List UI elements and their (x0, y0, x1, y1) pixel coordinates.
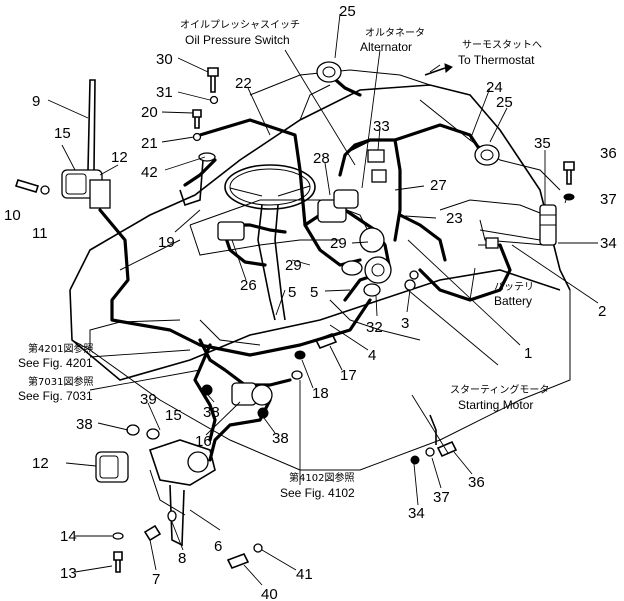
callout-27: 27 (430, 177, 447, 194)
thermostat-arrow (424, 63, 453, 76)
starting-motor-label: Starting Motor (458, 398, 533, 412)
part-labels: オイルプレッシャスイッチ Oil Pressure Switch オルタネータ … (18, 19, 549, 500)
callout-23: 23 (446, 210, 463, 227)
callout-38-left: 38 (76, 416, 93, 433)
callout-28: 28 (313, 150, 330, 167)
callout-29: 29 (330, 235, 347, 252)
thermostat-sensor (474, 144, 500, 166)
callout-24: 24 (486, 79, 503, 96)
callout-1: 1 (524, 345, 532, 362)
callout-39: 39 (140, 391, 157, 408)
callout-30: 30 (156, 51, 173, 68)
callout-15: 15 (54, 125, 71, 142)
callout-numbers: 25 30 31 9 22 24 25 20 33 35 36 15 12 21… (4, 3, 617, 601)
callout-17: 17 (340, 367, 357, 384)
grommet-38 (126, 384, 269, 440)
callout-16: 16 (195, 433, 212, 450)
battery-label: Battery (494, 294, 532, 308)
callout-5: 5 (288, 284, 296, 301)
callout-37-lower: 37 (433, 489, 450, 506)
fig4201-label-jp: 第4201図参照 (28, 342, 93, 355)
thermostat-label-jp: サーモスタットへ (462, 39, 542, 51)
work-lamp-assembly-lower (95, 439, 216, 547)
alternator-label-jp: オルタネータ (365, 27, 425, 39)
bolt-13 (112, 532, 124, 573)
alternator-label: Alternator (360, 40, 412, 54)
callout-42: 42 (141, 164, 158, 181)
callout-5-lower: 5 (310, 284, 318, 301)
fig7031-label-jp: 第7031図参照 (28, 375, 93, 388)
fig4102-label: See Fig. 4102 (280, 486, 355, 500)
starting-motor-label-jp: スターティングモータ (450, 383, 549, 396)
callout-38-right: 38 (272, 430, 289, 447)
oil-pressure-switch-label: Oil Pressure Switch (185, 33, 290, 47)
fig4102-label-jp: 第4102図参照 (289, 471, 354, 484)
oil-pressure-switch-label-jp: オイルプレッシャスイッチ (180, 19, 300, 31)
wiring-harness (98, 73, 512, 462)
relay-26 (217, 221, 245, 241)
battery-label-jp: バッテリ (494, 281, 534, 293)
oil-pressure-switch (317, 189, 359, 223)
callout-14: 14 (60, 528, 77, 545)
bolt-40 (226, 543, 263, 570)
callout-29-lower: 29 (285, 257, 302, 274)
callout-11: 11 (32, 225, 48, 242)
callout-25: 25 (339, 3, 356, 20)
work-lamp-upper (61, 79, 111, 209)
bolt-10 (14, 179, 50, 195)
callout-18: 18 (312, 385, 329, 402)
callout-40: 40 (261, 586, 278, 601)
temperature-sender-lower (410, 414, 458, 465)
callout-21: 21 (141, 135, 158, 152)
bolt-36-upper (563, 161, 575, 201)
callout-9: 9 (32, 93, 40, 110)
callout-35: 35 (534, 135, 551, 152)
callout-12: 12 (111, 149, 128, 166)
callout-36-lower: 36 (468, 474, 485, 491)
callout-32: 32 (366, 319, 383, 336)
callout-34: 34 (600, 235, 617, 252)
connector-33 (367, 149, 387, 183)
callout-19: 19 (158, 234, 175, 251)
connector-32 (363, 283, 381, 297)
callout-33: 33 (373, 118, 390, 135)
steering-wheel (224, 164, 316, 321)
callout-4: 4 (368, 347, 376, 364)
battery (478, 229, 541, 249)
callout-37: 37 (600, 191, 617, 208)
callout-41: 41 (296, 566, 313, 583)
callout-38: 38 (203, 404, 220, 421)
callout-10: 10 (4, 207, 21, 224)
bolt-17 (291, 332, 338, 380)
bolt-7 (143, 510, 177, 542)
callout-31: 31 (156, 84, 173, 101)
callout-36: 36 (600, 145, 617, 162)
sender-29 (341, 227, 392, 284)
callout-2: 2 (598, 303, 606, 320)
callout-6: 6 (214, 538, 222, 555)
callout-34-lower: 34 (408, 505, 425, 522)
starting-motor-terminal (404, 270, 419, 291)
callout-22: 22 (235, 75, 252, 92)
callout-20: 20 (141, 104, 158, 121)
callout-7: 7 (152, 571, 160, 588)
callout-25-right: 25 (496, 94, 513, 111)
switch-42 (179, 152, 216, 207)
callout-12-lower: 12 (32, 455, 49, 472)
alternator-sensor-top (316, 61, 342, 83)
callout-8: 8 (178, 550, 186, 567)
callout-13: 13 (60, 565, 77, 582)
fig7031-label: See Fig. 7031 (18, 389, 93, 403)
battery-relay-35 (539, 204, 557, 246)
thermostat-label: To Thermostat (458, 53, 535, 67)
leader-lines (47, 13, 599, 586)
fig4201-label: See Fig. 4201 (18, 356, 93, 370)
callout-3: 3 (401, 315, 409, 332)
callout-26: 26 (240, 277, 257, 294)
work-lamp-lower (231, 382, 273, 406)
callout-15-lower: 15 (165, 407, 182, 424)
